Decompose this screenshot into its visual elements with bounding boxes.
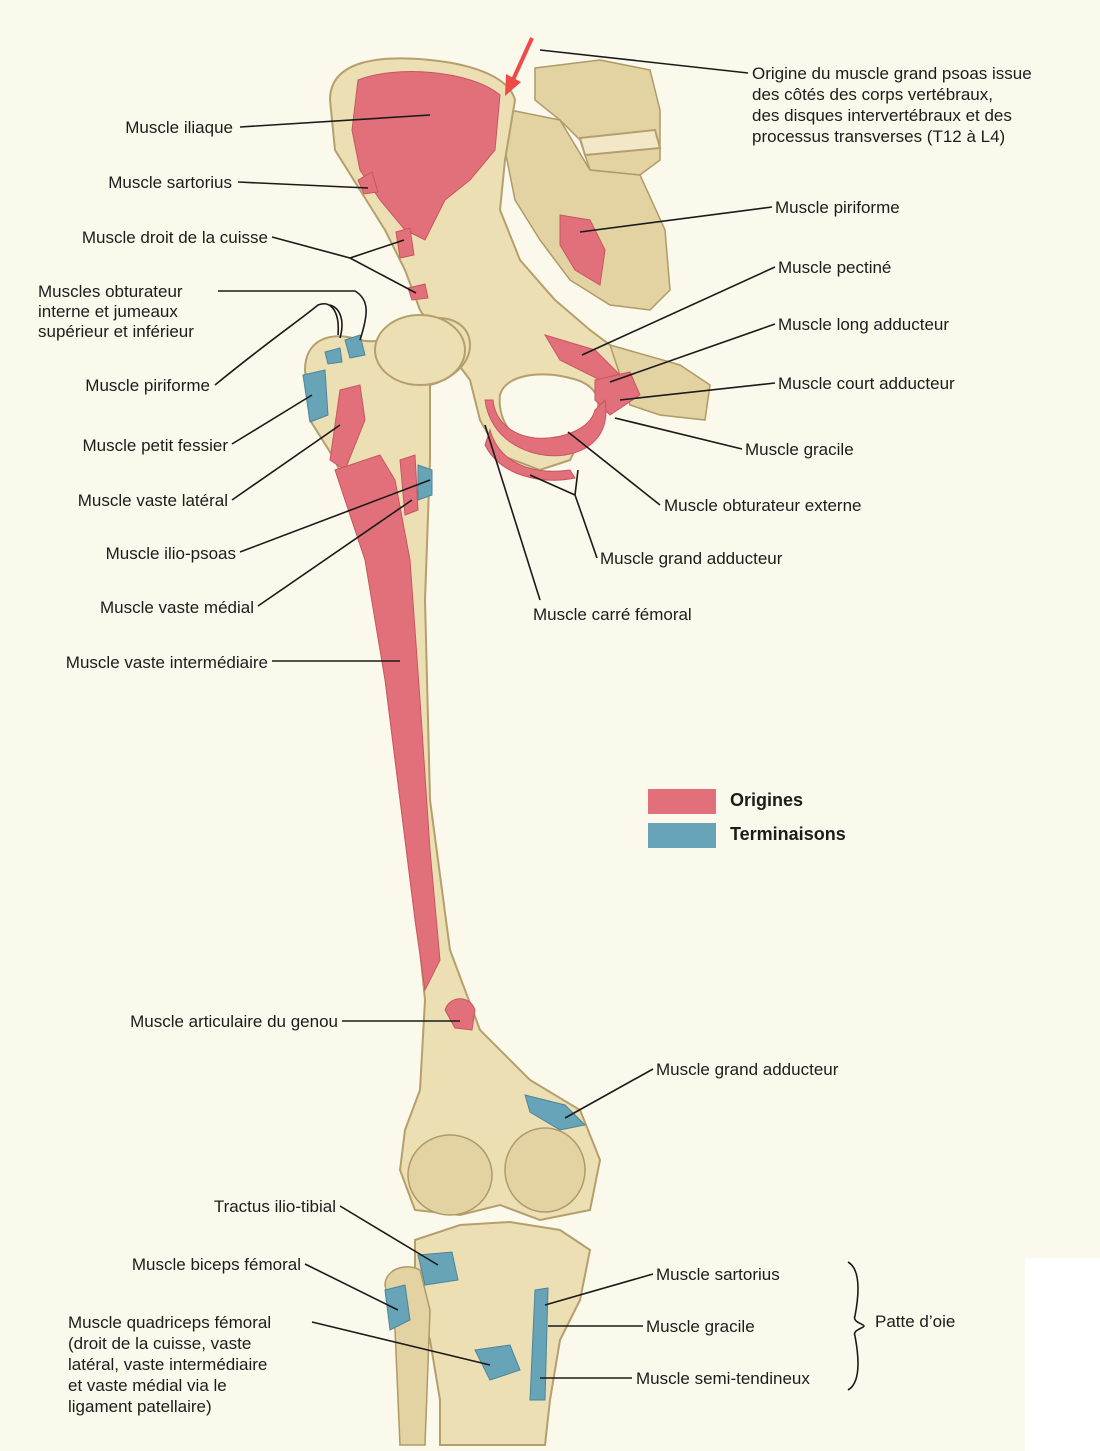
label-pectine: Muscle pectiné — [778, 258, 891, 277]
lateral-condyle — [407, 1134, 493, 1216]
muscle-areas — [302, 71, 641, 1401]
medial-condyle — [504, 1127, 586, 1213]
label-quadriceps-5: ligament patellaire) — [68, 1397, 212, 1416]
legend-label-terminaisons: Terminaisons — [730, 824, 846, 844]
label-ilio-psoas: Muscle ilio-psoas — [106, 544, 236, 563]
label-quadriceps-2: (droit de la cuisse, vaste — [68, 1334, 251, 1353]
label-semi-tendineux: Muscle semi-tendineux — [636, 1369, 810, 1388]
adductor-magnus-origin — [484, 428, 576, 481]
label-gracile-2: Muscle gracile — [646, 1317, 755, 1336]
label-sartorius-right: Muscle sartorius — [656, 1265, 780, 1284]
label-vaste-intermediaire: Muscle vaste intermédiaire — [66, 653, 268, 672]
label-carre-femoral: Muscle carré fémoral — [533, 605, 692, 624]
iliotibial-insertion — [417, 1251, 459, 1286]
leader-lines — [214, 49, 865, 1391]
rectus-femoris-origin — [395, 227, 415, 259]
label-grand-adducteur-2: Muscle grand adducteur — [656, 1060, 839, 1079]
label-grand-adducteur: Muscle grand adducteur — [600, 549, 783, 568]
label-long-adducteur: Muscle long adducteur — [778, 315, 949, 334]
legend-swatch-terminaisons — [648, 823, 716, 848]
labels-right: Origine du muscle grand psoas issue des … — [533, 64, 1032, 1388]
label-articulaire-genou: Muscle articulaire du genou — [130, 1012, 338, 1031]
intervertebral-disc — [578, 128, 662, 157]
rectus-femoris-origin-2 — [407, 283, 429, 301]
label-psoas-4: processus transverses (T12 à L4) — [752, 127, 1005, 146]
label-obturateur-2: interne et jumeaux — [38, 302, 178, 321]
label-iliaque: Muscle iliaque — [125, 118, 233, 137]
adductor-magnus-insertion — [524, 1094, 587, 1131]
piriformis-insertion — [324, 347, 343, 365]
adductor-origins — [594, 371, 641, 416]
label-quadriceps-3: latéral, vaste intermédiaire — [68, 1355, 267, 1374]
vastus-intermedius-origin — [334, 454, 441, 992]
label-quadriceps-1: Muscle quadriceps fémoral — [68, 1313, 271, 1332]
femoral-head — [374, 314, 466, 386]
obturator-internus-insertion — [344, 334, 366, 359]
pes-anserinus-insertions — [529, 1287, 549, 1401]
corner-patch — [1025, 1258, 1100, 1451]
label-droit-cuisse: Muscle droit de la cuisse — [82, 228, 268, 247]
label-psoas-1: Origine du muscle grand psoas issue — [752, 64, 1032, 83]
label-vaste-medial: Muscle vaste médial — [100, 598, 254, 617]
label-court-adducteur: Muscle court adducteur — [778, 374, 955, 393]
vastus-medialis-origin — [399, 454, 419, 516]
label-tractus: Tractus ilio-tibial — [214, 1197, 336, 1216]
legend-label-origines: Origines — [730, 790, 803, 810]
tibia — [414, 1220, 592, 1446]
label-obturateur-externe: Muscle obturateur externe — [664, 496, 862, 515]
label-piriforme-right: Muscle piriforme — [775, 198, 900, 217]
red-arrow-icon — [505, 37, 534, 96]
piriformis-origin — [559, 214, 606, 286]
label-gracile: Muscle gracile — [745, 440, 854, 459]
vastus-lateralis-origin — [329, 384, 366, 471]
legend-swatch-origines — [648, 789, 716, 814]
sacrum — [504, 109, 671, 311]
label-sartorius-left: Muscle sartorius — [108, 173, 232, 192]
articularis-genus-origin — [444, 998, 476, 1031]
label-patte-oie: Patte d’oie — [875, 1312, 955, 1331]
label-obturateur-3: supérieur et inférieur — [38, 322, 194, 341]
label-vaste-lateral: Muscle vaste latéral — [78, 491, 228, 510]
pubic-ramus — [608, 343, 711, 421]
biceps-insertion — [384, 1284, 411, 1331]
labels-left: Muscle iliaque Muscle sartorius Muscle d… — [38, 118, 338, 1416]
label-obturateur-1: Muscles obturateur — [38, 282, 183, 301]
quadriceps-insertion — [474, 1344, 521, 1381]
label-petit-fessier: Muscle petit fessier — [83, 436, 229, 455]
label-psoas-3: des disques intervertébraux et des — [752, 106, 1012, 125]
label-psoas-2: des côtés des corps vertébraux, — [752, 85, 993, 104]
legend: Origines Terminaisons — [648, 789, 846, 848]
label-biceps: Muscle biceps fémoral — [132, 1255, 301, 1274]
gluteus-minimus-insertion — [302, 369, 329, 423]
label-quadriceps-4: et vaste médial via le — [68, 1376, 227, 1395]
obturator-externus-origin — [484, 398, 607, 457]
label-piriforme-left: Muscle piriforme — [85, 376, 210, 395]
